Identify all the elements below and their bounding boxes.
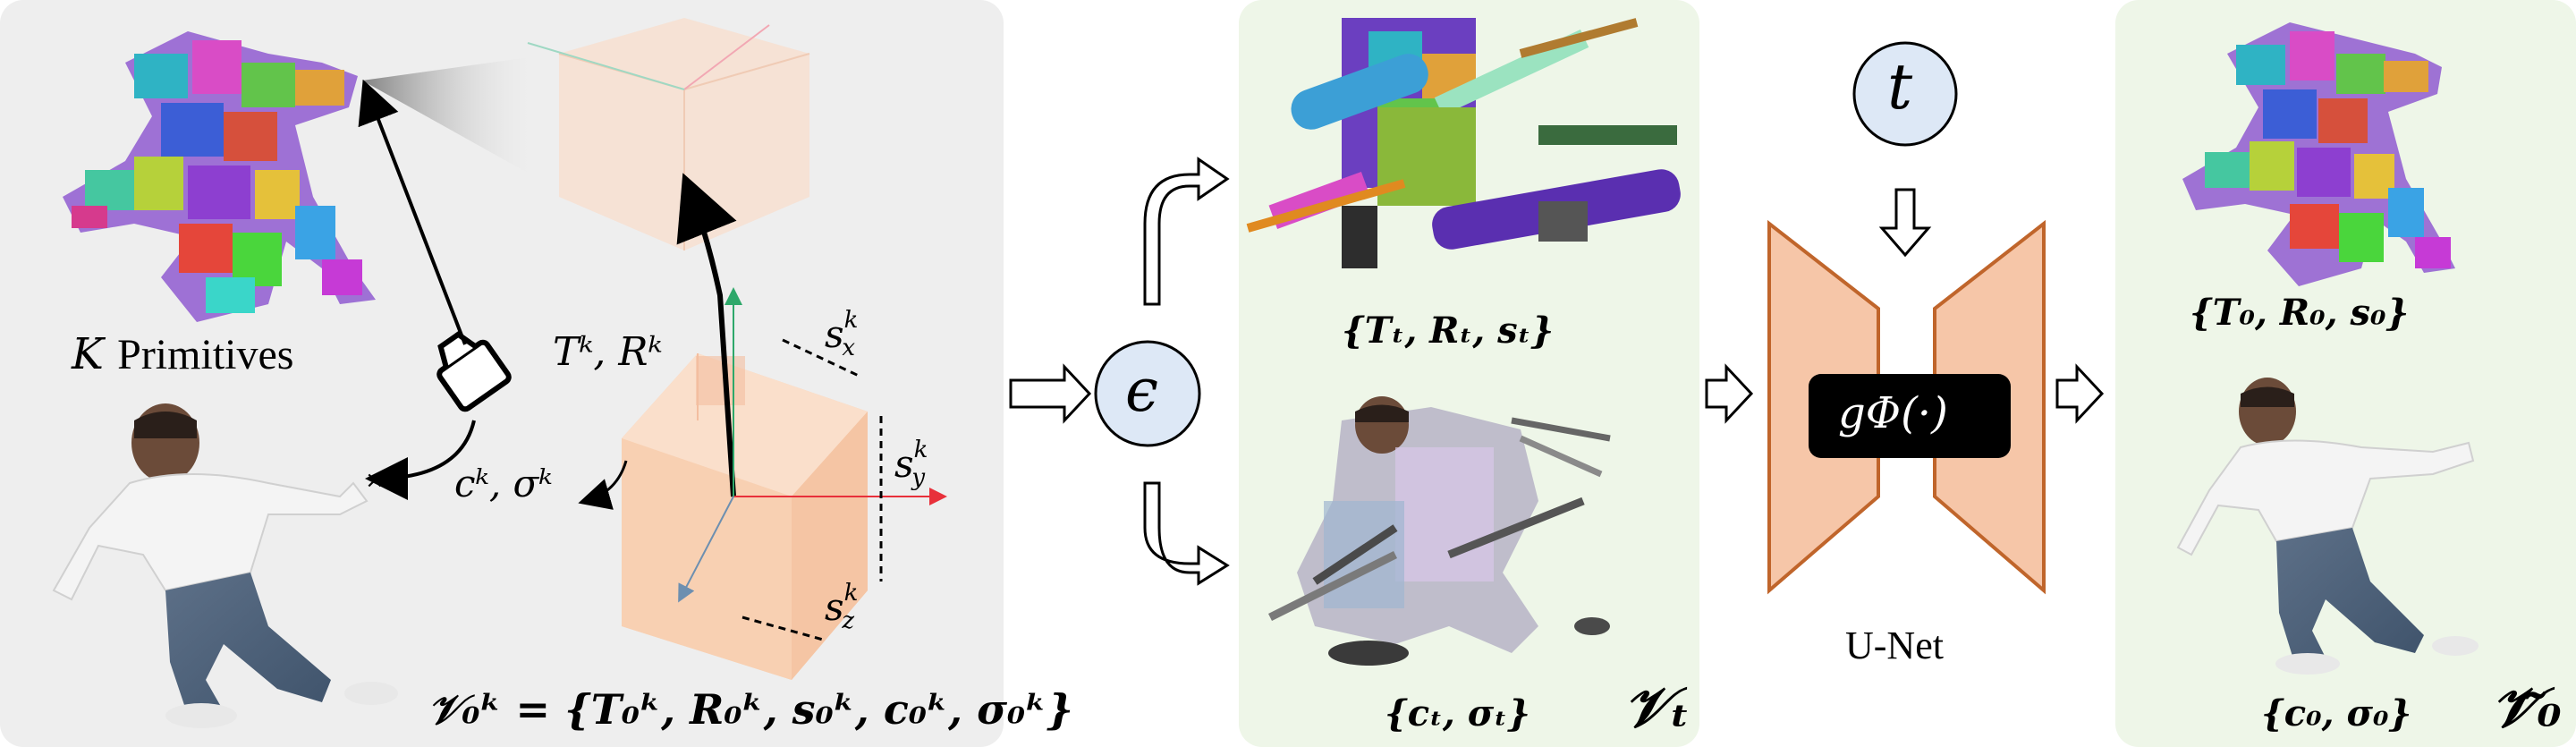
- scale-z-label: skz: [825, 581, 858, 635]
- denoiser-function-label: gΦ(·): [1838, 388, 1948, 438]
- color-opacity-label: cᵏ, σᵏ: [454, 462, 553, 505]
- scale-y-sup: k: [913, 437, 928, 463]
- transform-label: Tᵏ, Rᵏ: [553, 329, 663, 375]
- primitive-set-formula: 𝒱₀ᵏ = {T₀ᵏ, R₀ᵏ, s₀ᵏ, c₀ᵏ, σ₀ᵏ}: [428, 685, 1073, 734]
- primitives-text: Primitives: [117, 331, 294, 378]
- scale-y-base: s: [894, 442, 914, 487]
- scale-x-label: skx: [825, 309, 858, 362]
- scale-x-base: s: [825, 312, 844, 357]
- scale-y-sub: y: [911, 464, 926, 492]
- camera-view-cone: [362, 54, 555, 188]
- arrow-time-to-unet: [1878, 188, 1932, 258]
- noisy-primitive-figure: [1246, 18, 1681, 268]
- primitives-count-symbol: K: [72, 329, 104, 379]
- noisy-volume-symbol: 𝒱ₜ: [1623, 675, 1690, 740]
- arrow-unet-to-right: [2055, 363, 2105, 424]
- camera-arrow: [358, 79, 467, 345]
- clean-volume-symbol: 𝒱̃₀: [2491, 675, 2562, 740]
- clean-transform-label: {T₀, R₀, s₀}: [2190, 292, 2410, 334]
- scale-z-line: [741, 615, 824, 641]
- timestep-symbol: t: [1887, 50, 1913, 123]
- time-circle: [1852, 41, 1958, 147]
- arrow-mid-to-unet: [1705, 363, 1754, 424]
- primitive-figure-right: [2182, 22, 2455, 286]
- axis-z: [678, 496, 734, 603]
- human-figure-right: [2176, 378, 2479, 675]
- ray-cross-mark: ×: [365, 467, 385, 494]
- color-arrow: [578, 460, 628, 510]
- transform-curve: [676, 173, 737, 497]
- scale-y-label: sky: [894, 437, 928, 492]
- arrow-noise-to-top: [1143, 157, 1230, 306]
- arrow-to-noise: [1009, 363, 1092, 424]
- arrow-noise-to-bottom: [1143, 481, 1230, 586]
- clean-appearance-label: {c₀, σ₀}: [2261, 692, 2412, 734]
- unet-name-label: U-Net: [1845, 624, 1944, 667]
- camera-ray-curve: [365, 420, 476, 500]
- noise-symbol: ϵ: [1125, 356, 1158, 425]
- noisy-appearance-label: {cₜ, σₜ}: [1385, 692, 1530, 734]
- primitive-figure-left: [63, 31, 376, 322]
- scale-x-sub: x: [842, 335, 856, 362]
- scale-z-sup: k: [843, 580, 859, 607]
- scale-z-base: s: [825, 585, 844, 630]
- camera-icon: [436, 331, 512, 412]
- denoiser-box: [1809, 374, 2011, 458]
- human-figure-left: [52, 403, 398, 728]
- scale-z-sub: z: [842, 607, 855, 635]
- scale-x-sup: k: [843, 307, 859, 334]
- noisy-transform-label: {Tₜ, Rₜ, sₜ}: [1342, 310, 1555, 352]
- primitives-label: K Primitives: [72, 333, 293, 377]
- noisy-human-figure: [1267, 396, 1611, 666]
- noise-circle: [1094, 340, 1201, 447]
- scale-x-line: [782, 338, 860, 378]
